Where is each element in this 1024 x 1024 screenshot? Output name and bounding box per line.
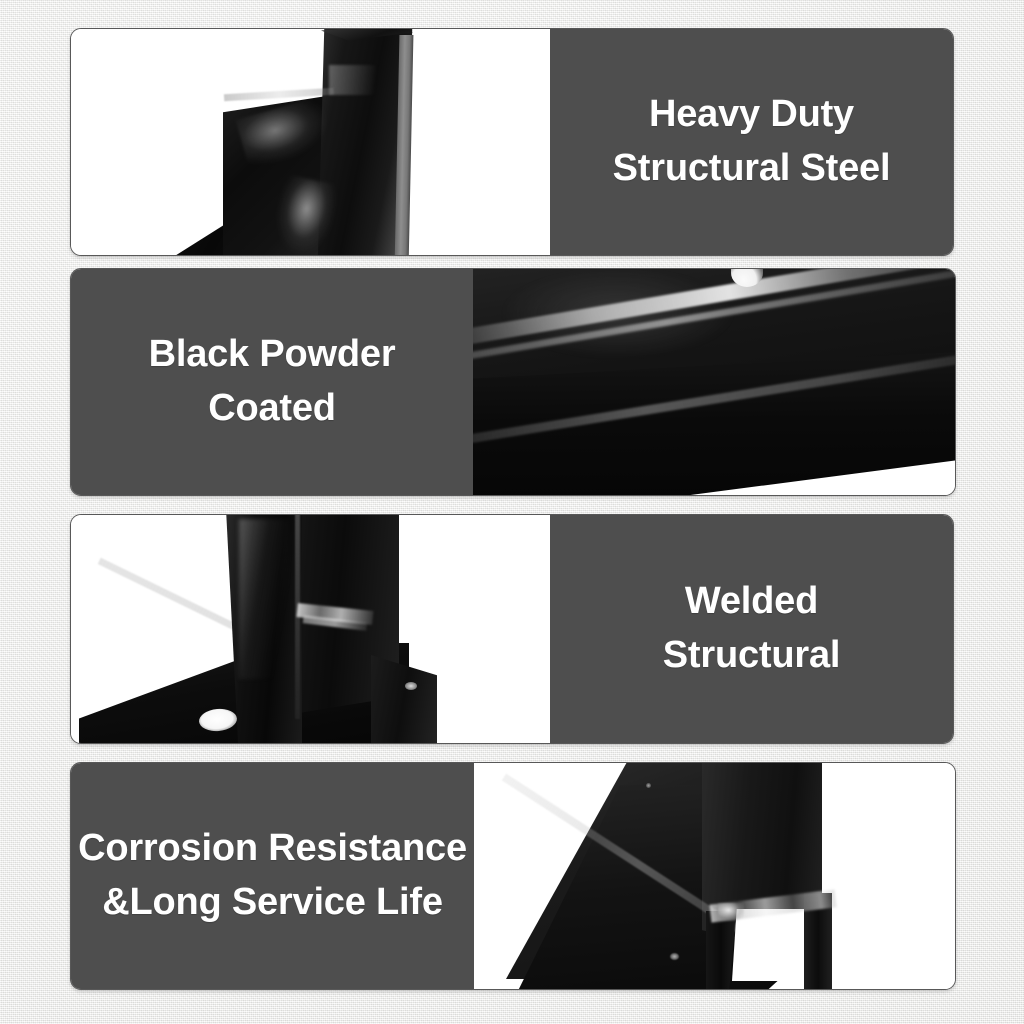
feature-panel-heavy-duty-structural-steel: Heavy Duty Structural Steel [70, 28, 954, 256]
product-photo-welded-post-base-plate [71, 515, 550, 743]
photo-highlight-post-gloss [239, 519, 289, 679]
caption-line-2: Structural [662, 634, 841, 676]
photo-shape-foot-right [371, 655, 437, 743]
product-photo-powder-coated-beam [473, 269, 955, 495]
caption-line-2: Structural Steel [612, 147, 891, 189]
photo-shape-weld-blob [718, 903, 744, 921]
caption-line-1: Black Powder [148, 333, 396, 376]
product-photo-steel-upright-bracket [71, 29, 550, 255]
photo-shape-notch-cutout [732, 909, 810, 981]
feature-caption-welded-structural: Welded Structural [550, 515, 953, 743]
caption-line-2: &Long Service Life [102, 881, 443, 923]
caption-line-1: Heavy Duty [649, 93, 854, 136]
caption-line-1: Corrosion Resistance [78, 827, 467, 870]
photo-detail-surface-mark [670, 953, 679, 960]
photo-highlight-gloss-c [329, 65, 389, 95]
caption-line-2: Coated [208, 387, 336, 429]
photo-detail-speck [646, 783, 651, 788]
photo-shape-post-left-face [226, 515, 302, 743]
feature-caption-heavy-duty-structural-steel: Heavy Duty Structural Steel [550, 29, 953, 255]
feature-caption-black-powder-coated: Black Powder Coated [71, 269, 473, 495]
photo-shape-foot-hole [405, 682, 417, 690]
feature-panel-welded-structural: Welded Structural [70, 514, 954, 744]
caption-line-1: Welded [684, 580, 819, 623]
feature-caption-corrosion-resistance: Corrosion Resistance &Long Service Life [71, 763, 474, 989]
photo-shape-bolt-hole [731, 269, 763, 287]
photo-shape-top-face [321, 29, 413, 41]
feature-panel-black-powder-coated: Black Powder Coated [70, 268, 956, 496]
product-photo-angled-steel-leg [474, 763, 955, 989]
feature-panel-corrosion-resistance-long-service-life: Corrosion Resistance &Long Service Life [70, 762, 956, 990]
